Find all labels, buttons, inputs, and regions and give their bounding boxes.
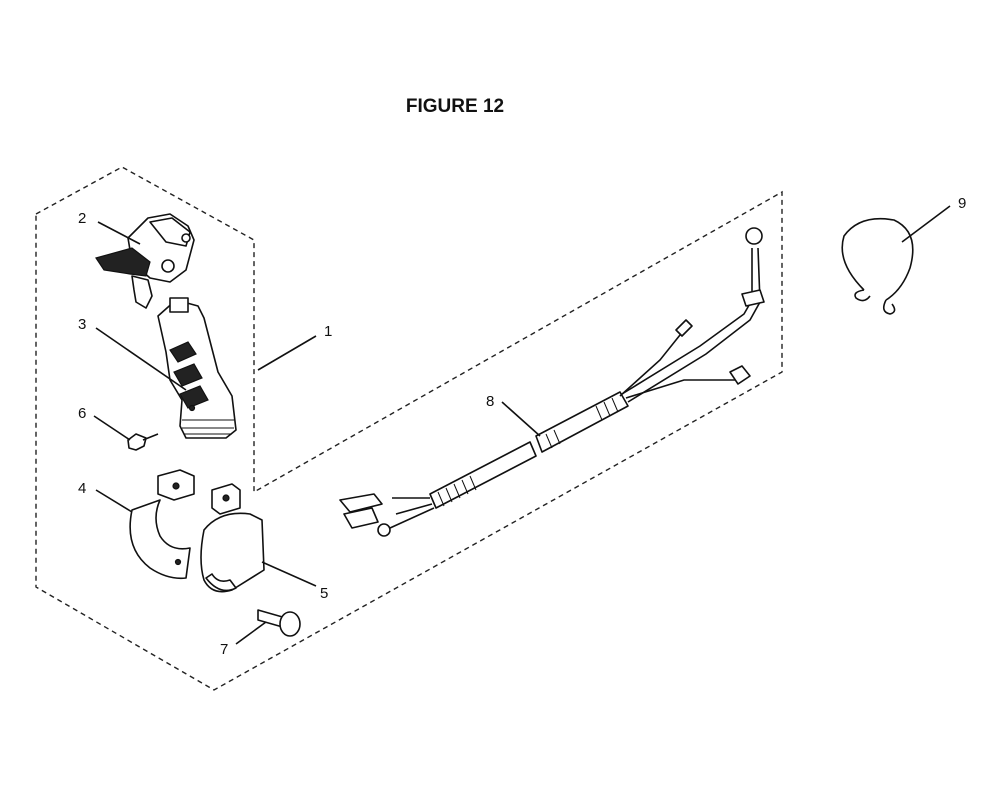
part-9-retaining-ring (841, 217, 914, 315)
callout-7: 7 (220, 641, 228, 658)
part-3-handle-body (157, 297, 237, 439)
figure-title: FIGURE 12 (405, 96, 505, 117)
part-6-screw (127, 433, 159, 451)
part-4-clamp-lower (129, 469, 195, 580)
leader-line-8 (501, 401, 541, 437)
part-2-throttle-trigger (95, 213, 195, 309)
part-5-clamp-upper (200, 483, 265, 593)
leader-line-3 (95, 327, 187, 391)
callout-3: 3 (78, 316, 86, 333)
leader-line-4 (95, 489, 133, 513)
leader-line-1 (257, 335, 317, 371)
callout-4: 4 (78, 480, 86, 497)
callout-2: 2 (78, 210, 86, 227)
leader-line-5 (261, 561, 317, 587)
leader-line-2 (97, 221, 141, 245)
part-8-wire-harness (339, 227, 765, 537)
assembly-boundary-dashed (35, 166, 783, 691)
callout-5: 5 (320, 585, 328, 602)
leader-line-6 (93, 415, 131, 441)
callout-8: 8 (486, 393, 494, 410)
part-7-bolt (257, 609, 301, 637)
callout-9: 9 (958, 195, 966, 212)
callout-6: 6 (78, 405, 86, 422)
leader-line-7 (235, 621, 267, 645)
leader-line-9 (901, 205, 951, 243)
callout-1: 1 (324, 323, 332, 340)
